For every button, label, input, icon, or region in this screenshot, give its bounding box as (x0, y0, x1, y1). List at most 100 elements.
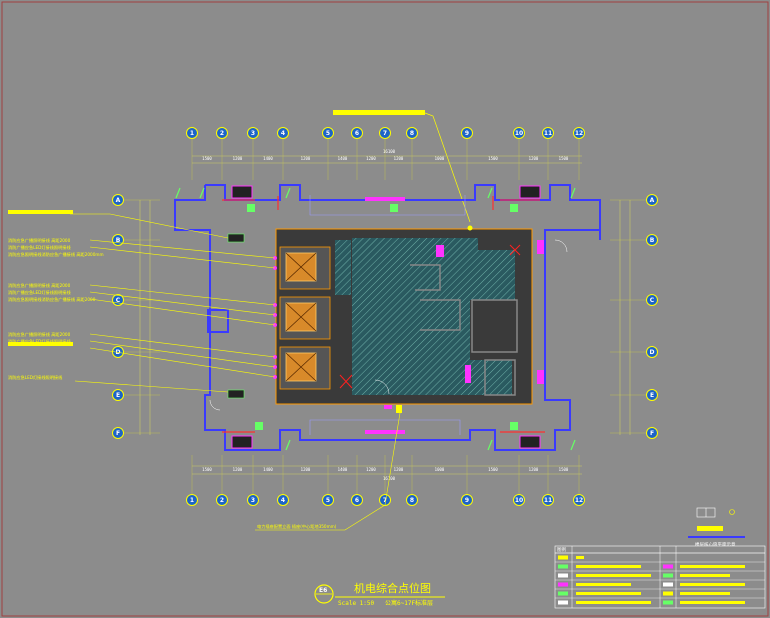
top-grid-bubble: 5 (322, 127, 334, 139)
bottom-grid-bubble: 8 (406, 494, 418, 506)
top-grid-bubble: 6 (351, 127, 363, 139)
top-dimension: 1200 (301, 156, 311, 161)
legend-symbol (663, 582, 673, 587)
bottom-grid-bubble: 2 (216, 494, 228, 506)
drawing-title: 机电综合点位图 (354, 581, 431, 595)
bottom-grid-bubble: 7 (379, 494, 391, 506)
scale-label: Scale 1:50 (338, 600, 375, 607)
legend-description (680, 565, 745, 568)
left-annotation: 消防广播应急LED灯接线照明接线 (8, 338, 71, 345)
bottom-grid-bubble-label: 5 (326, 497, 330, 504)
top-grid-bubble: 11 (542, 127, 554, 139)
legend-symbol (558, 591, 568, 596)
top-grid-bubble: 1 (186, 127, 198, 139)
top-label-bar (333, 110, 425, 115)
left-grid-bubble-label: B (116, 237, 121, 244)
bottom-grid-bubble: 10 (513, 494, 525, 506)
top-grid-bubble-label: 10 (515, 130, 523, 137)
top-dimension: 1500 (202, 156, 212, 161)
bottom-grid-bubble: 1 (186, 494, 198, 506)
bottom-grid-bubble-label: 11 (544, 497, 552, 504)
top-grid-bubble: 3 (247, 127, 259, 139)
bottom-dimension: 1200 (394, 467, 404, 472)
left-annotation: 消防应急照明接线消防应急广播接线 高距2000mm (8, 251, 104, 258)
top-dimension: 1200 (394, 156, 404, 161)
legend-description (680, 574, 730, 577)
legend-symbol (558, 573, 568, 578)
top-grid-bubble: 10 (513, 127, 525, 139)
top-dimension: 1400 (263, 156, 273, 161)
bottom-grid-bubble-label: 8 (410, 497, 414, 504)
right-grid-bubble-label: B (650, 237, 655, 244)
elevator-shafts (279, 246, 331, 390)
right-grid-bubble-label: D (650, 349, 655, 356)
top-dimension: 1400 (338, 156, 348, 161)
right-grid-bubble-label: A (650, 197, 655, 204)
right-grid-bubble: C (646, 294, 658, 306)
top-dimension: 1500 (559, 156, 569, 161)
left-grid-bubble-label: C (116, 297, 121, 304)
legend-description (576, 592, 641, 595)
left-grid-bubble-label: A (116, 197, 121, 204)
bottom-grid-bubble: 3 (247, 494, 259, 506)
core-rooms (410, 264, 518, 396)
bottom-dimension: 1500 (559, 467, 569, 472)
right-grid-bubble: F (646, 427, 658, 439)
left-grid-bubble: A (112, 194, 124, 206)
left-grid-bubble: B (112, 234, 124, 246)
sheet-marker: E6 (319, 587, 327, 594)
top-grid-bubble-label: 11 (544, 130, 552, 137)
top-grid-bubble: 2 (216, 127, 228, 139)
top-grid-bubble-label: 3 (251, 130, 255, 137)
right-grid-bubble-label: F (650, 430, 654, 437)
top-grid-bubble-label: 5 (326, 130, 330, 137)
building-outline (174, 184, 601, 451)
bottom-grid-bubble: 4 (277, 494, 289, 506)
legend-table: 图例 (554, 545, 766, 609)
top-grid-bubble-label: 1 (190, 130, 194, 137)
bottom-grid-bubble-label: 7 (383, 497, 387, 504)
top-grid-bubble-label: 4 (281, 130, 285, 137)
left-annotation: 消防广播应急LED灯接线照明接线 (8, 289, 71, 296)
legend-symbol (663, 564, 673, 569)
bottom-grid-bubble-label: 4 (281, 497, 285, 504)
device-points (227, 204, 518, 430)
bottom-dimension: 1200 (366, 467, 376, 472)
left-label-bar-2 (8, 342, 73, 346)
left-grid-bubble-label: E (116, 392, 120, 399)
top-grid-bubble-label: 7 (383, 130, 387, 137)
legend-symbol (558, 582, 568, 587)
bottom-dimension: 1200 (233, 467, 243, 472)
right-grid-bubble: A (646, 194, 658, 206)
legend-symbol (663, 573, 673, 578)
bottom-dimension: 1200 (301, 467, 311, 472)
bottom-grid-bubble-label: 1 (190, 497, 194, 504)
bottom-dimension: 1500 (488, 467, 498, 472)
bottom-grid-bubble: 12 (573, 494, 585, 506)
bottom-grid-bubble-label: 12 (575, 497, 583, 504)
legend-description (680, 592, 730, 595)
left-grid-bubble: F (112, 427, 124, 439)
top-grid-bubble-label: 2 (220, 130, 224, 137)
legend-symbol (558, 564, 568, 569)
legend-description (576, 556, 584, 559)
right-grid-bubble: D (646, 346, 658, 358)
top-dimension: 1200 (366, 156, 376, 161)
lobby-hatch (352, 238, 515, 395)
legend-description (576, 601, 651, 604)
key-plan-inset: 楼层核心筒平面示意 (688, 507, 745, 548)
legend-title: 图例 (557, 546, 566, 553)
bottom-dimension: 1000 (435, 467, 445, 472)
bottom-grid-bubble: 6 (351, 494, 363, 506)
wall-accents (222, 196, 545, 433)
left-grid-bubble-label: F (116, 430, 120, 437)
left-annotation: 消防应急LED灯接线照明接线 (8, 374, 63, 381)
bottom-annotation: 电力插座配置立面 插座(中心距地350mm) (257, 523, 337, 530)
bottom-grid-bubble-label: 6 (355, 497, 359, 504)
top-grid-bubble: 9 (461, 127, 473, 139)
